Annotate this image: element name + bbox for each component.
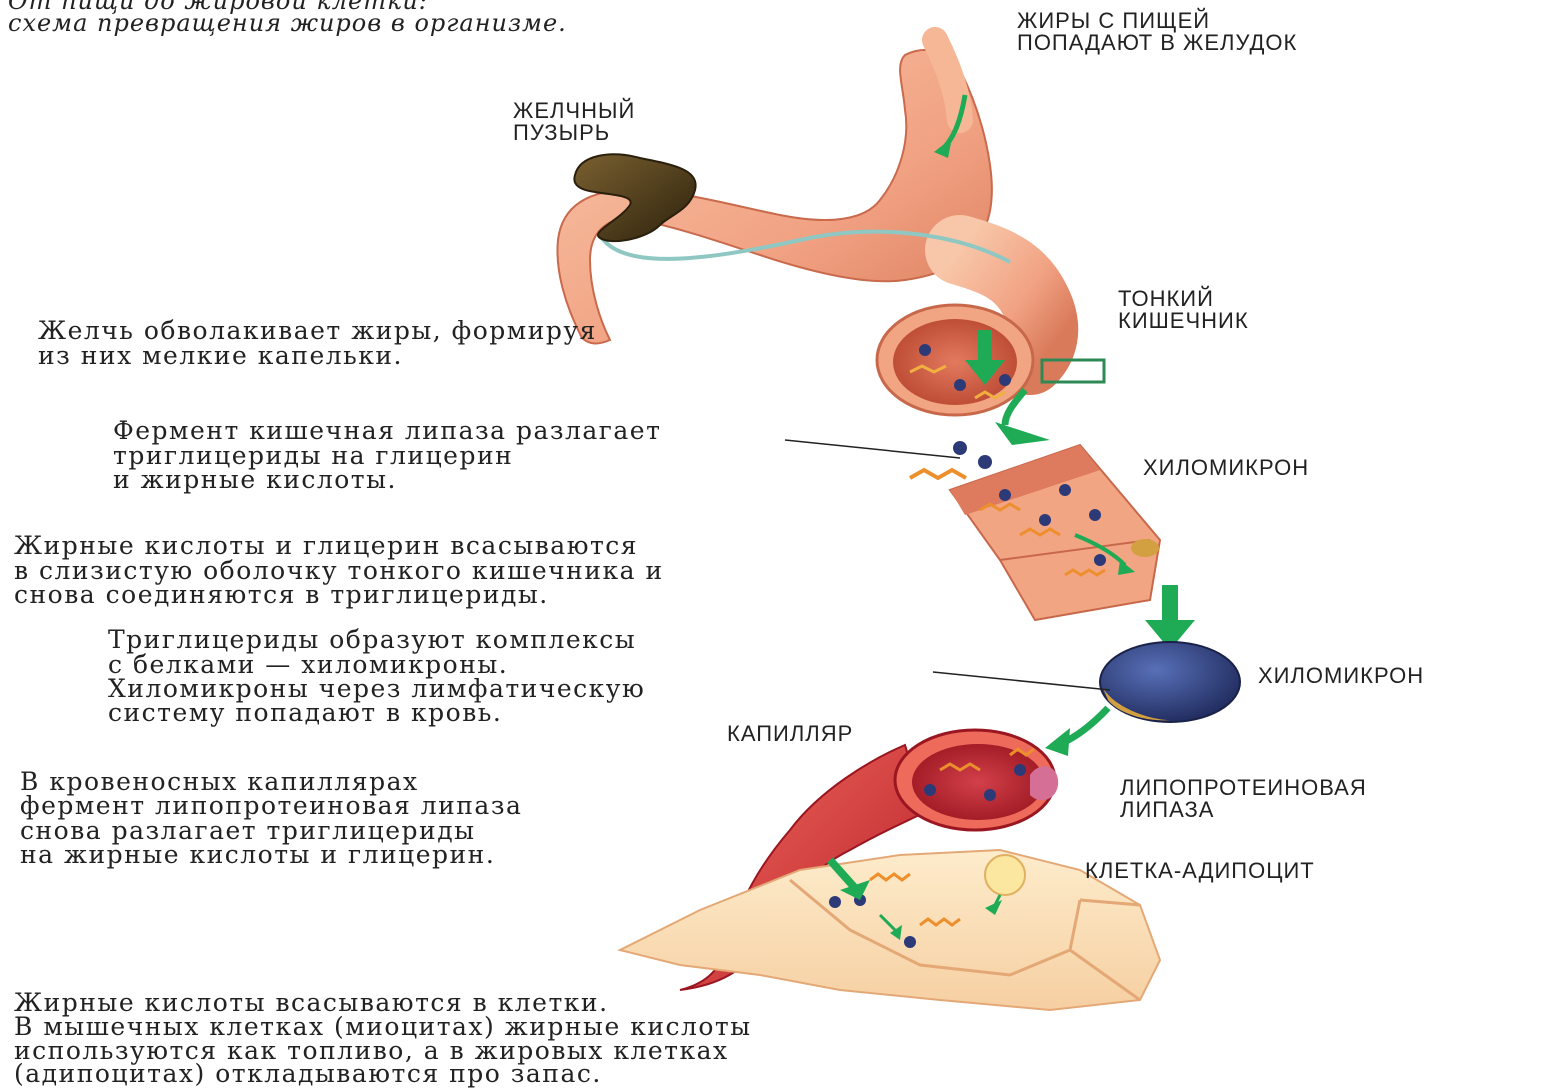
- step-capillaries-line-4: на жирные кислоты и глицерин.: [20, 840, 495, 869]
- label-small-intestine-line-2: КИШЕЧНИК: [1118, 308, 1249, 333]
- label-chylomicron-2: ХИЛОМИКРОН: [1258, 663, 1424, 688]
- title-line-2: схема превращения жиров в организме.: [8, 10, 567, 37]
- step-absorb-line-3: снова соединяются в триглицериды.: [14, 580, 549, 609]
- label-stomach-line-2: ПОПАДАЮТ В ЖЕЛУДОК: [1017, 30, 1297, 55]
- label-adipocyte: КЛЕТКА-АДИПОЦИТ: [1085, 858, 1315, 883]
- flow-arrow-2: [1145, 585, 1195, 650]
- chylomicron-sphere: [1100, 642, 1240, 722]
- label-capillary: КАПИЛЛЯР: [727, 721, 853, 746]
- label-chylomicron-1: ХИЛОМИКРОН: [1143, 455, 1309, 480]
- flow-arrow-3: [1045, 708, 1108, 756]
- step-lipase-line-3: и жирные кислоты.: [113, 465, 397, 494]
- triglyceride-molecule: [910, 441, 992, 478]
- step-bile-line-2: из них мелкие капельки.: [38, 341, 403, 370]
- step-chylo-line-4: систему попадают в кровь.: [108, 698, 502, 727]
- label-lipoprotein-lipase-line-2: ЛИПАЗА: [1120, 797, 1214, 822]
- label-gallbladder-line-2: ПУЗЫРЬ: [513, 120, 610, 145]
- intestinal-mucosa-block: [950, 445, 1160, 620]
